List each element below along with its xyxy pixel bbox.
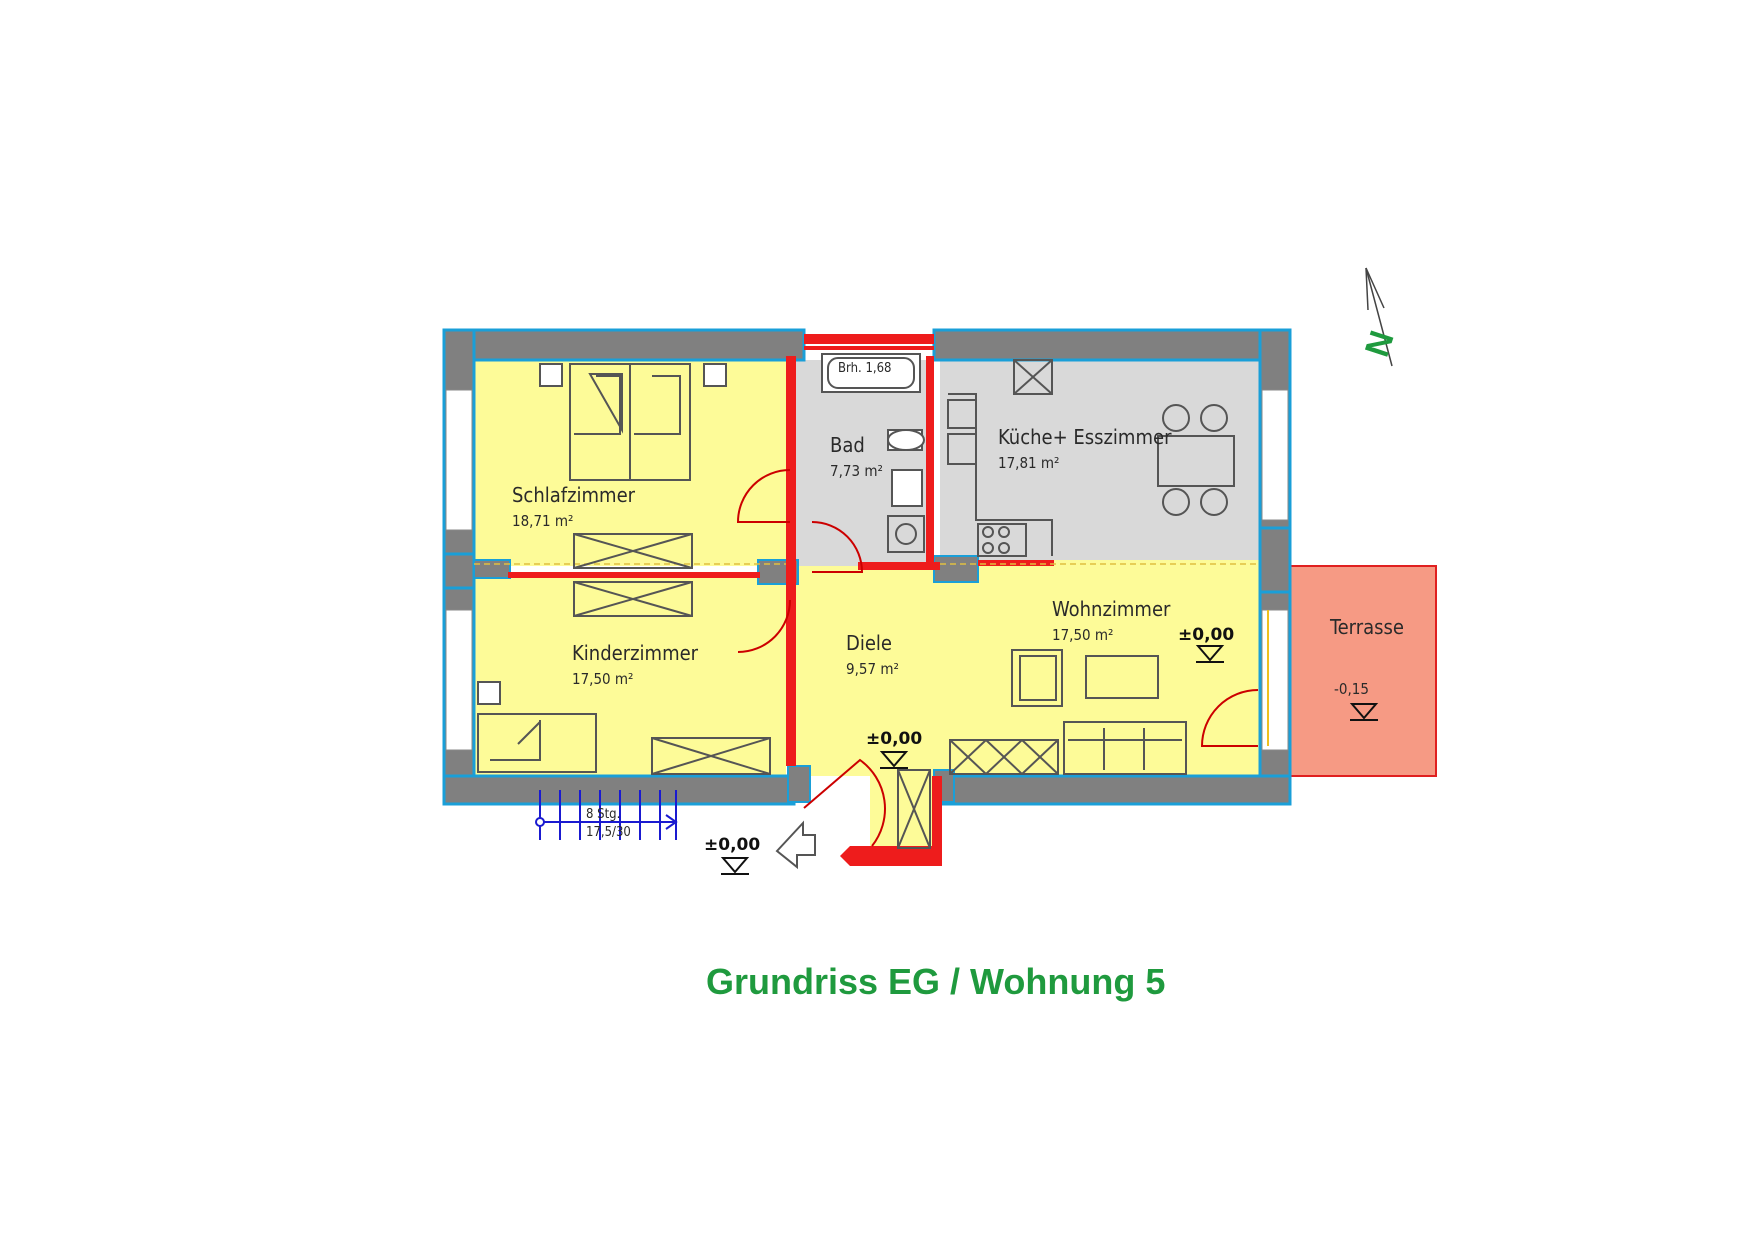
bath-window-note: Brh. 1,68 [838,361,891,376]
room-name-kueche: Küche+ Esszimmer [998,425,1172,449]
room-name-diele: Diele [846,631,892,655]
room-area-diele: 9,57 m² [846,660,899,678]
level-entry: ±0,00 [866,729,922,749]
level-outside: ±0,00 [704,835,760,855]
kitchen-floor [940,360,1260,560]
north-arrow-icon [1365,267,1393,367]
childroom-floor [474,576,786,776]
terrace-area [1289,565,1437,777]
doors [736,469,1259,847]
furniture [477,353,1269,849]
north-label: N [1358,326,1402,361]
room-name-kinderzimmer: Kinderzimmer [572,641,699,665]
room-area-kueche: 17,81 m² [998,454,1059,472]
room-area-bad: 7,73 m² [830,462,883,480]
room-name-schlafzimmer: Schlafzimmer [512,483,636,507]
bath-floor [792,360,932,566]
level-markers [720,645,1379,875]
entrance-arrow-icon [775,820,816,870]
page-title: Grundriss EG / Wohnung 5 [706,961,1165,1002]
stairs [535,790,678,840]
level-terrace: -0,15 [1334,680,1369,698]
room-name-terrasse: Terrasse [1329,615,1404,639]
room-name-wohnzimmer: Wohnzimmer [1052,597,1171,621]
living-floor [940,560,1260,776]
room-area-schlafzimmer: 18,71 m² [512,512,573,530]
room-name-bad: Bad [830,433,865,457]
room-area-kinderzimmer: 17,50 m² [572,670,633,688]
room-labels: Schlafzimmer 18,71 m² Kinderzimmer 17,50… [512,425,1404,688]
hall-floor [792,566,942,776]
new-walls [508,334,1054,866]
stairs-ratio: 17,5/30 [586,825,631,840]
level-living: ±0,00 [1178,625,1234,645]
stairs-steps: 8 Stg. [586,807,620,822]
windows [445,389,1289,751]
room-area-wohnzimmer: 17,50 m² [1052,626,1113,644]
